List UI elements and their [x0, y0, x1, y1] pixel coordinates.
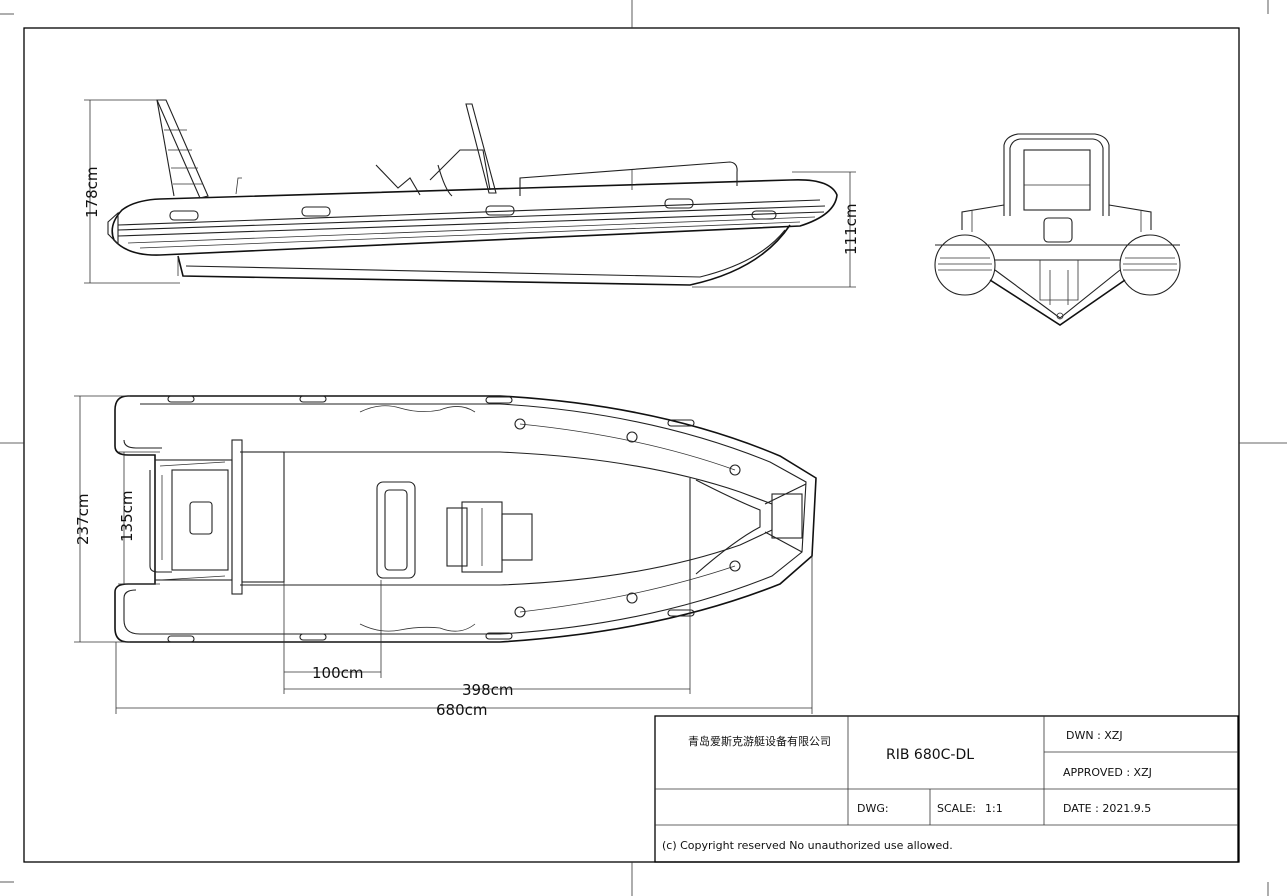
- dim-plan-console-offset: 100cm: [312, 664, 364, 682]
- copyright-note: (c) Copyright reserved No unauthorized u…: [662, 839, 953, 852]
- scale-value: 1:1: [985, 802, 1003, 815]
- dwg-label: DWG:: [857, 802, 889, 815]
- plan-view: [74, 395, 817, 714]
- drawn-by: DWN : XZJ: [1066, 729, 1123, 742]
- company-name: 青岛爱斯克游艇设备有限公司: [688, 734, 831, 748]
- title-block: [654, 715, 1239, 863]
- dim-side-height: 178cm: [83, 167, 101, 219]
- dim-side-hull-depth: 111cm: [842, 204, 860, 256]
- dim-plan-inner-beam: 135cm: [118, 491, 136, 543]
- scale-label: SCALE:: [937, 802, 976, 815]
- dim-plan-beam: 237cm: [74, 494, 92, 546]
- front-view: [934, 133, 1181, 326]
- drawing-date: DATE : 2021.9.5: [1063, 802, 1151, 815]
- approved-by: APPROVED : XZJ: [1063, 766, 1152, 779]
- model-name: RIB 680C-DL: [886, 747, 974, 763]
- side-view: [84, 99, 856, 288]
- dim-plan-overall-length: 680cm: [436, 701, 488, 719]
- dim-plan-inner-length: 398cm: [462, 681, 514, 699]
